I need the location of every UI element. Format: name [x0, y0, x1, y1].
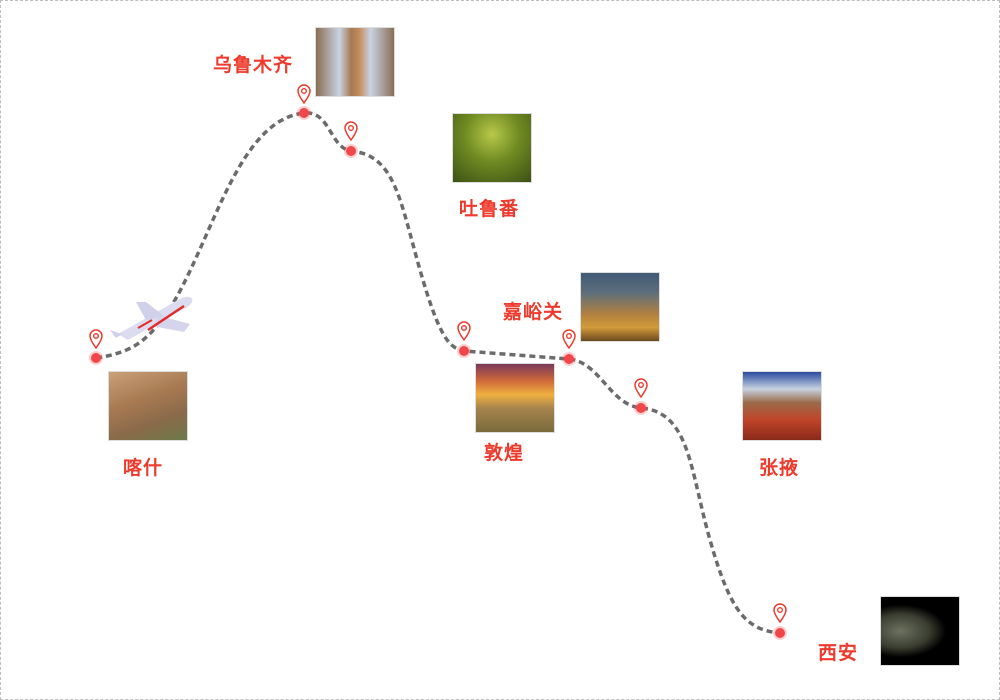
stop-dot-urumqi[interactable] — [299, 108, 309, 118]
stop-dot-xian[interactable] — [775, 628, 785, 638]
stop-label-urumqi: 乌鲁木齐 — [213, 54, 294, 76]
stop-label-jiayuguan: 嘉峪关 — [503, 301, 564, 323]
photo-dunhuang — [475, 363, 555, 433]
stop-label-xian: 西安 — [818, 642, 859, 664]
stop-dot-zhangye[interactable] — [636, 403, 646, 413]
airplane-icon — [110, 296, 193, 340]
map-pin-icon — [773, 603, 787, 623]
photo-turpan — [452, 113, 532, 183]
stop-dot-kashgar[interactable] — [91, 353, 101, 363]
stop-label-turpan: 吐鲁番 — [459, 198, 520, 220]
stop-dot-jiayuguan[interactable] — [564, 354, 574, 364]
map-pin-icon — [634, 378, 648, 398]
stop-dot-turpan[interactable] — [346, 146, 356, 156]
map-pin-icon — [89, 329, 103, 349]
map-pin-icon — [457, 321, 471, 341]
photo-urumqi — [315, 27, 395, 97]
map-pin-icon — [562, 329, 576, 349]
stop-label-kashgar: 喀什 — [123, 457, 164, 479]
stop-label-zhangye: 张掖 — [759, 457, 800, 479]
map-pin-icon — [344, 121, 358, 141]
photo-kashgar — [108, 371, 188, 441]
map-pin-icon — [297, 84, 311, 104]
photo-zhangye — [742, 371, 822, 441]
photo-jiayuguan — [580, 272, 660, 342]
stop-dot-dunhuang[interactable] — [459, 346, 469, 356]
photo-xian — [880, 596, 960, 666]
stop-label-dunhuang: 敦煌 — [484, 442, 525, 464]
